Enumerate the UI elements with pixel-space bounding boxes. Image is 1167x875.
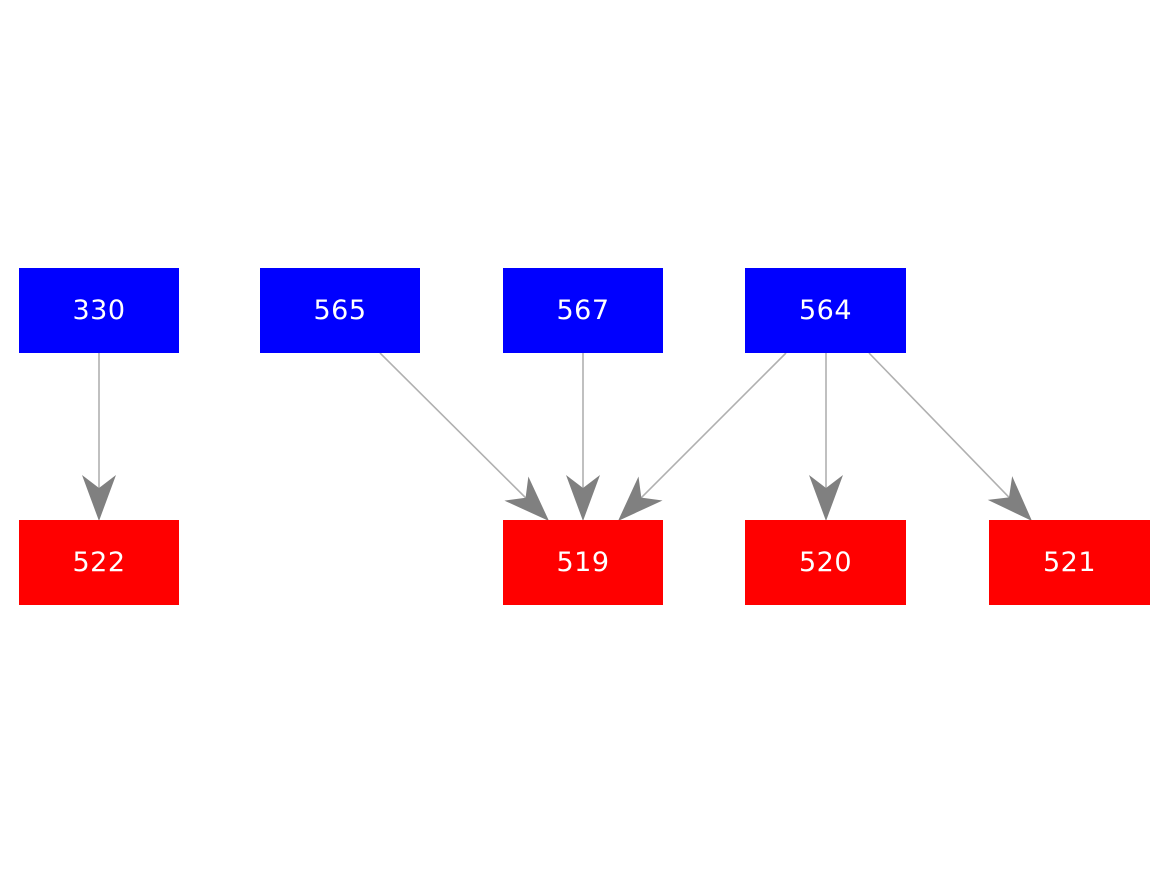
edge-line	[868, 352, 1016, 504]
node-label: 564	[798, 295, 853, 326]
edge-line	[379, 352, 532, 504]
graph-node-330[interactable]: 330	[19, 268, 179, 353]
edge-arrowhead-icon	[618, 476, 663, 521]
graph-edge-564-to-519	[618, 352, 787, 521]
graph-node-522[interactable]: 522	[19, 520, 179, 605]
node-label: 565	[313, 295, 367, 326]
graph-node-521[interactable]: 521	[989, 520, 1150, 605]
graph-node-519[interactable]: 519	[503, 520, 663, 605]
graph-node-565[interactable]: 565	[260, 268, 420, 353]
node-label: 520	[798, 547, 853, 578]
graph-edge-330-to-522	[82, 353, 116, 521]
graph-edge-564-to-520	[809, 353, 843, 521]
edge-arrowhead-icon	[987, 476, 1032, 521]
node-label: 519	[556, 547, 610, 578]
node-label: 521	[1042, 547, 1097, 578]
graph-edge-567-to-519	[566, 353, 600, 521]
graph-node-520[interactable]: 520	[745, 520, 906, 605]
edge-line	[635, 352, 787, 504]
node-label: 522	[72, 547, 126, 578]
edge-arrowhead-icon	[82, 475, 116, 521]
node-label: 567	[556, 295, 610, 326]
graph-node-567[interactable]: 567	[503, 268, 663, 353]
node-label: 330	[72, 295, 126, 326]
graph-node-564[interactable]: 564	[745, 268, 906, 353]
edge-arrowhead-icon	[566, 475, 600, 521]
edge-arrowhead-icon	[809, 475, 843, 521]
graph-edge-565-to-519	[379, 352, 549, 521]
graph-edge-564-to-521	[868, 352, 1032, 521]
edge-arrowhead-icon	[504, 476, 549, 521]
